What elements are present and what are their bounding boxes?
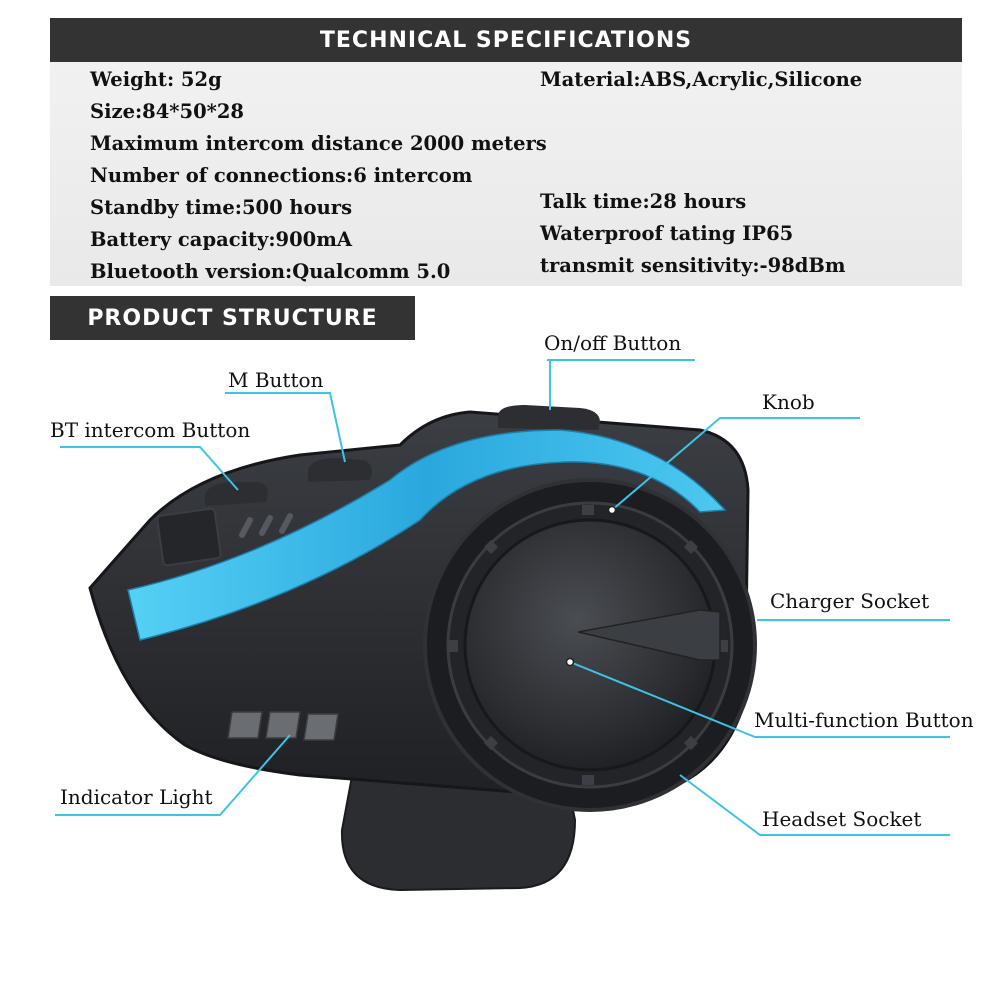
callout-headset-socket: Headset Socket [762,807,922,831]
knob-pointer [577,609,721,661]
callout-multi-function-button: Multi-function Button [754,708,974,732]
leader-indicator [55,734,291,816]
callout-bt-intercom-button: BT intercom Button [50,418,251,442]
callout-charger-socket: Charger Socket [770,589,930,613]
callout-indicator-light: Indicator Light [60,785,213,809]
on-off-button-shape [498,405,600,430]
spec-size: Size:84*50*28 [90,100,244,123]
spec-material: Material:ABS,Acrylic,Silicone [540,68,863,91]
spec-intercom-distance: Maximum intercom distance 2000 meters [90,132,547,155]
specifications-header: TECHNICAL SPECIFICATIONS [50,18,962,62]
structure-header: PRODUCT STRUCTURE [50,296,415,340]
blue-accent-stripe [127,429,727,641]
side-panel [156,507,222,567]
leader-m-button [225,392,346,463]
marker-multi-function [565,657,575,667]
spec-transmit-sensitivity: transmit sensitivity:-98dBm [540,254,846,277]
leader-bt-intercom [60,446,239,491]
bt-button-shape [205,482,268,506]
spec-weight: Weight: 52g [90,68,222,91]
spec-bluetooth: Bluetooth version:Qualcomm 5.0 [90,260,451,283]
spec-waterproof: Waterproof tating IP65 [540,222,794,245]
specifications-panel [50,62,962,286]
leader-knob [611,417,860,511]
marker-knob [607,505,617,515]
spec-connections: Number of connections:6 intercom [90,164,473,187]
m-button-shape [308,458,372,482]
knob-notches [448,505,728,785]
grip-lines [239,513,293,538]
leader-headset [679,774,950,836]
spec-talk-time: Talk time:28 hours [540,190,747,213]
callout-on-off-button: On/off Button [544,331,682,355]
callout-knob: Knob [762,390,815,414]
indicator-lights [227,711,339,741]
spec-battery: Battery capacity:900mA [90,228,352,251]
leader-multi-function [569,661,950,738]
spec-standby-time: Standby time:500 hours [90,196,353,219]
callout-m-button: M Button [228,368,324,392]
